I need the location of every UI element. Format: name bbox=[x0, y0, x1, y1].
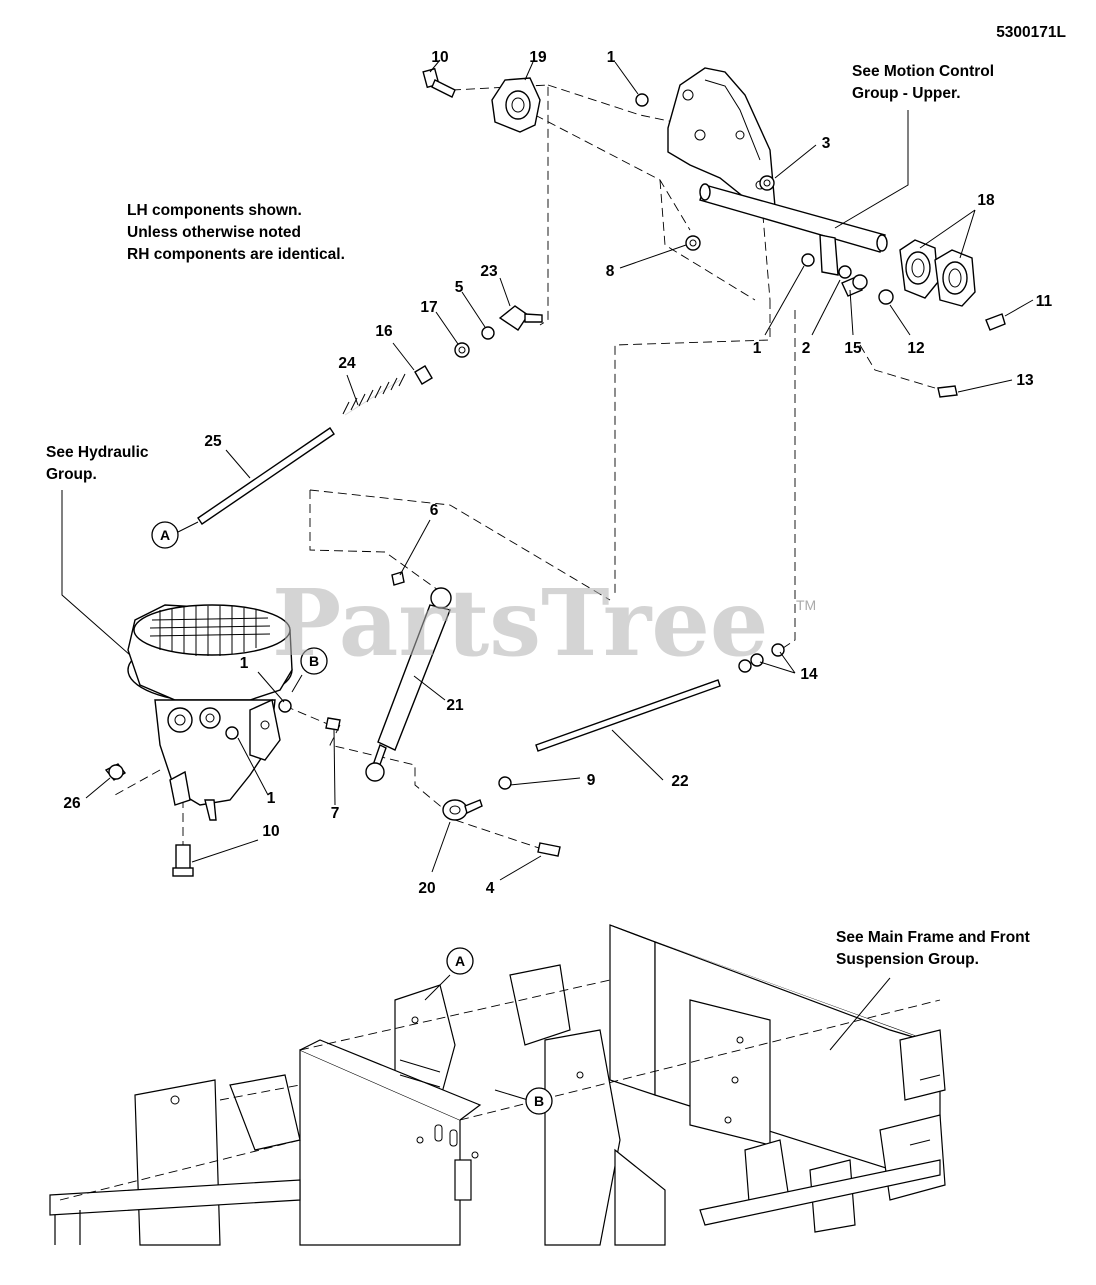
svg-text:PartsTree: PartsTree bbox=[272, 569, 768, 677]
svg-text:A: A bbox=[160, 527, 170, 543]
gas-spring-21 bbox=[325, 571, 452, 782]
svg-text:Unless otherwise noted: Unless otherwise noted bbox=[127, 224, 301, 241]
callout-12: 12 bbox=[907, 340, 924, 357]
svg-text:RH components are identical.: RH components are identical. bbox=[127, 246, 345, 263]
spring-24 bbox=[342, 373, 406, 416]
svg-text:Group - Upper.: Group - Upper. bbox=[852, 85, 961, 102]
note-lh-components: LH components shown. Unless otherwise no… bbox=[127, 202, 345, 263]
bolt-10-top bbox=[422, 67, 456, 98]
callout-10-lower: 10 bbox=[262, 823, 279, 840]
nuts-5-17 bbox=[454, 326, 495, 358]
callout-6: 6 bbox=[430, 502, 439, 519]
callout-22: 22 bbox=[671, 773, 688, 790]
callout-1-pump-lower: 1 bbox=[267, 790, 276, 807]
note-hydraulic: See Hydraulic Group. bbox=[46, 444, 149, 483]
leader-lines bbox=[61, 59, 1034, 1101]
callout-17: 17 bbox=[420, 299, 437, 316]
callout-1-pump-upper: 1 bbox=[240, 655, 249, 672]
svg-text:B: B bbox=[309, 653, 319, 669]
callout-14: 14 bbox=[800, 666, 818, 683]
rod-25 bbox=[197, 427, 335, 525]
svg-text:Group.: Group. bbox=[46, 466, 97, 483]
svg-text:A: A bbox=[455, 953, 465, 969]
callout-1-top: 1 bbox=[607, 49, 616, 66]
callout-8: 8 bbox=[606, 263, 615, 280]
note-main-frame: See Main Frame and Front Suspension Grou… bbox=[836, 929, 1030, 968]
svg-text:See Motion Control: See Motion Control bbox=[852, 63, 994, 80]
svg-text:See Main Frame and Front: See Main Frame and Front bbox=[836, 929, 1030, 946]
callout-5: 5 bbox=[455, 279, 464, 296]
svg-text:B: B bbox=[534, 1093, 544, 1109]
svg-text:Suspension Group.: Suspension Group. bbox=[836, 951, 979, 968]
callout-20: 20 bbox=[418, 880, 435, 897]
rod-end-20 bbox=[442, 799, 561, 857]
callout-19: 19 bbox=[529, 49, 547, 66]
callout-1-mid: 1 bbox=[753, 340, 762, 357]
main-frame bbox=[49, 924, 946, 1246]
callout-numbers: 10 19 1 3 18 8 11 1 2 15 12 13 23 5 17 1… bbox=[63, 49, 1052, 897]
hydraulic-pump bbox=[127, 604, 293, 821]
motion-control-bracket bbox=[667, 67, 888, 276]
callout-4: 4 bbox=[486, 880, 495, 897]
callout-25: 25 bbox=[204, 433, 222, 450]
svg-text:LH components shown.: LH components shown. bbox=[127, 202, 302, 219]
callout-21: 21 bbox=[446, 697, 464, 714]
callout-3: 3 bbox=[822, 135, 831, 152]
svg-text:TM: TM bbox=[796, 597, 816, 613]
ball-joint-23 bbox=[498, 305, 543, 331]
reference-marker-a-upper: A bbox=[151, 521, 179, 549]
callout-23: 23 bbox=[480, 263, 498, 280]
spacer-16 bbox=[414, 365, 433, 385]
svg-text:See Hydraulic: See Hydraulic bbox=[46, 444, 149, 461]
callout-13: 13 bbox=[1016, 372, 1034, 389]
reference-marker-b-upper: B bbox=[300, 647, 328, 675]
callout-15: 15 bbox=[844, 340, 862, 357]
drawing-number: 5300171L bbox=[996, 24, 1066, 41]
callout-2: 2 bbox=[802, 340, 811, 357]
pump-hardware bbox=[104, 699, 292, 877]
flange-bearing-18 bbox=[899, 239, 976, 307]
callout-26: 26 bbox=[63, 795, 81, 812]
callout-24: 24 bbox=[338, 355, 356, 372]
watermark: PartsTree TM bbox=[272, 569, 816, 677]
reference-marker-a-lower: A bbox=[446, 947, 474, 975]
callout-18: 18 bbox=[977, 192, 995, 209]
callout-10-top: 10 bbox=[431, 49, 448, 66]
callout-9: 9 bbox=[587, 772, 596, 789]
callout-7: 7 bbox=[331, 805, 340, 822]
bearing-block-19 bbox=[491, 77, 541, 133]
hardware-upper bbox=[635, 93, 1006, 398]
reference-marker-b-lower: B bbox=[525, 1087, 553, 1115]
callout-16: 16 bbox=[375, 323, 393, 340]
note-motion-control: See Motion Control Group - Upper. bbox=[852, 63, 994, 102]
callout-11: 11 bbox=[1036, 293, 1053, 310]
